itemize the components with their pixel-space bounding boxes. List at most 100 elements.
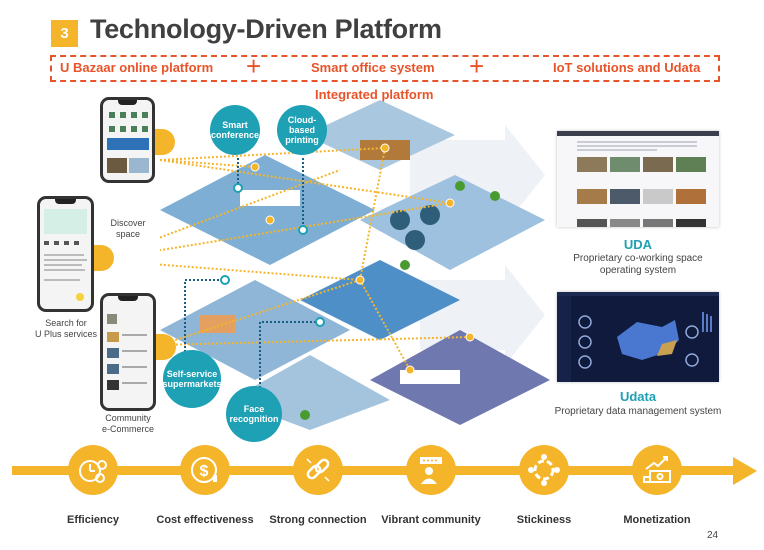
section-number-badge: 3 bbox=[51, 20, 78, 47]
conference-floor bbox=[160, 155, 375, 265]
app-screen-grid-icon bbox=[107, 112, 149, 173]
benefit-label-strong-connection: Strong connection bbox=[269, 514, 367, 526]
integrated-platform-label: Integrated platform bbox=[315, 87, 434, 102]
phone-connector-dot bbox=[155, 129, 175, 155]
iot-node bbox=[445, 198, 455, 208]
phone-discover-space bbox=[100, 97, 155, 183]
page-title: Technology-Driven Platform bbox=[90, 14, 442, 44]
bubble-line: Face bbox=[243, 404, 265, 414]
system-desc-uda: Proprietary co-working space operating s… bbox=[557, 253, 719, 277]
bubble-line: conference bbox=[210, 130, 260, 140]
dollar-cycle-icon: $ bbox=[180, 445, 230, 495]
desc-line: Proprietary co-working space bbox=[573, 253, 703, 264]
conference-table bbox=[240, 190, 300, 206]
connection-line bbox=[160, 263, 361, 281]
reception-floor bbox=[305, 100, 455, 170]
plant bbox=[400, 260, 410, 270]
phone-connector-dot bbox=[156, 334, 176, 360]
label-line: Discover bbox=[110, 218, 146, 228]
shelf bbox=[200, 315, 235, 333]
label-line: U Plus services bbox=[34, 329, 97, 339]
desc-line: Proprietary data management system bbox=[554, 406, 722, 417]
sensor-node bbox=[220, 275, 230, 285]
phone-search-services bbox=[37, 196, 94, 312]
benefit-label-efficiency: Efficiency bbox=[67, 514, 119, 526]
plant bbox=[300, 410, 310, 420]
iot-node bbox=[465, 332, 475, 342]
component-iot-udata: IoT solutions and Udata bbox=[553, 60, 701, 75]
beanbag bbox=[405, 230, 425, 250]
connection-line bbox=[160, 159, 256, 168]
label-line: e-Commerce bbox=[101, 424, 154, 434]
label-line: Search for bbox=[45, 318, 87, 328]
workstation-desk bbox=[400, 370, 460, 384]
bubble-line: supermarkets bbox=[162, 379, 222, 389]
bubble-line: printing bbox=[285, 135, 319, 145]
plant bbox=[490, 191, 500, 201]
sensor-node bbox=[233, 183, 243, 193]
benefit-label-stickiness: Stickiness bbox=[516, 514, 572, 526]
iot-node bbox=[380, 143, 390, 153]
system-name-uda: UDA bbox=[623, 237, 653, 252]
plus-icon: + bbox=[469, 51, 485, 81]
bubble-connector bbox=[259, 321, 320, 400]
connection-line bbox=[160, 202, 451, 252]
label-line: Community bbox=[105, 413, 151, 423]
bubble-line: Smart bbox=[222, 120, 248, 130]
iot-node bbox=[250, 162, 260, 172]
phone-community-ecommerce bbox=[100, 293, 156, 411]
platform-components-box bbox=[50, 55, 720, 82]
iot-node bbox=[265, 215, 275, 225]
phone-label-discover: Discover space bbox=[98, 218, 158, 240]
phone-connector-dot bbox=[94, 245, 114, 271]
component-u-bazaar: U Bazaar online platform bbox=[60, 60, 214, 75]
page-number: 24 bbox=[707, 530, 719, 541]
person-speech-icon bbox=[406, 445, 456, 495]
central-floor bbox=[300, 260, 460, 340]
timeline-arrow-icon bbox=[733, 457, 757, 485]
gears-clock-icon bbox=[68, 445, 118, 495]
phone-label-search: Search for U Plus services bbox=[28, 318, 104, 340]
label-line: space bbox=[115, 229, 141, 239]
bubble-line: based bbox=[288, 125, 315, 135]
app-screen-services-icon bbox=[44, 209, 87, 301]
connection-line bbox=[160, 159, 451, 204]
desc-line: operating system bbox=[599, 265, 677, 276]
bubble-line: recognition bbox=[229, 414, 279, 424]
money-growth-icon bbox=[632, 445, 682, 495]
bubble-connector bbox=[184, 279, 225, 380]
connection-line bbox=[160, 279, 361, 346]
beanbag bbox=[420, 205, 440, 225]
benefits-timeline bbox=[12, 466, 737, 475]
system-name-udata: Udata bbox=[619, 389, 657, 404]
uda-dashboard-thumbnail bbox=[557, 131, 719, 227]
connection-line bbox=[160, 147, 386, 161]
uda-screenshot bbox=[557, 131, 719, 227]
component-smart-office: Smart office system bbox=[311, 60, 435, 75]
svg-text:$: $ bbox=[200, 463, 209, 480]
chain-link-icon bbox=[293, 445, 343, 495]
connection-line bbox=[160, 169, 341, 239]
plus-icon: + bbox=[246, 51, 262, 81]
people-circle-icon bbox=[519, 445, 569, 495]
benefit-label-cost-effectiveness: Cost effectiveness bbox=[156, 514, 254, 526]
app-screen-list-icon bbox=[107, 314, 147, 390]
phone-label-community: Community e-Commerce bbox=[95, 413, 161, 435]
benefit-label-vibrant-community: Vibrant community bbox=[381, 514, 481, 526]
sensor-node bbox=[298, 225, 308, 235]
iot-node bbox=[355, 275, 365, 285]
udata-dashboard-thumbnail bbox=[557, 292, 719, 382]
bubble-line: Cloud- bbox=[287, 115, 317, 125]
system-desc-udata: Proprietary data management system bbox=[545, 406, 731, 418]
iot-node bbox=[405, 365, 415, 375]
beanbag bbox=[390, 210, 410, 230]
benefit-label-monetization: Monetization bbox=[623, 514, 691, 526]
udata-screenshot bbox=[557, 292, 719, 382]
connection-line bbox=[359, 279, 411, 371]
smart-office-illustration bbox=[160, 100, 550, 430]
sensor-node bbox=[315, 317, 325, 327]
